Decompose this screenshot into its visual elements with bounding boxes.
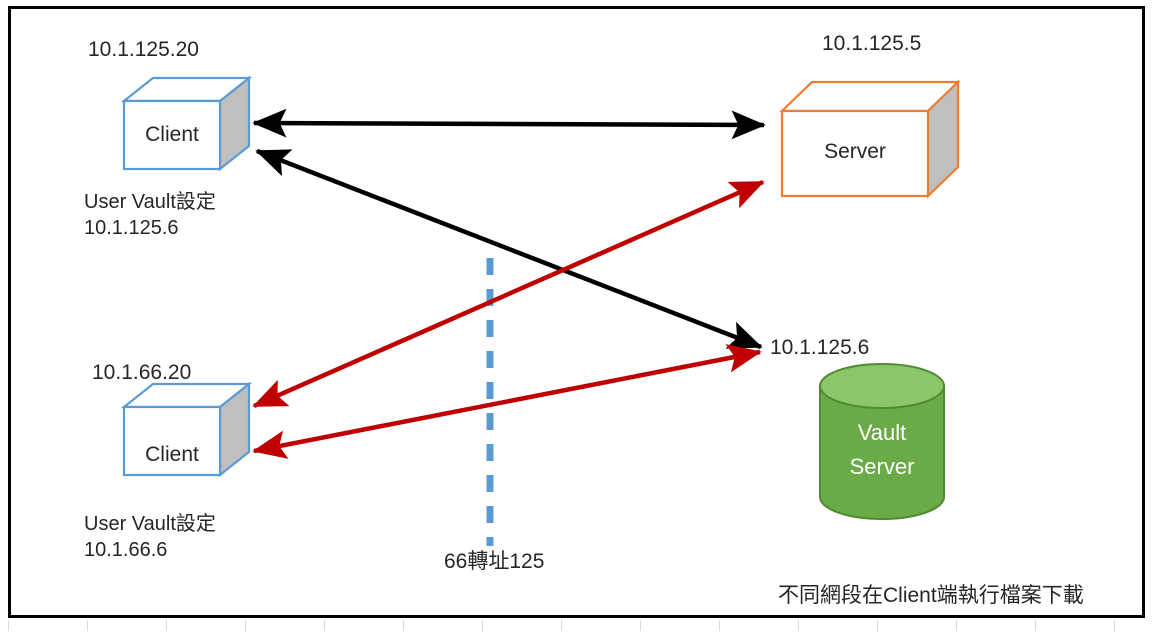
ruler-tick <box>719 620 720 631</box>
client-bottom-detail-line-2: 10.1.66.6 <box>84 539 168 561</box>
ruler-tick <box>561 620 562 631</box>
ruler-tick <box>8 620 9 631</box>
ruler-tick <box>324 620 325 631</box>
ruler-tick <box>798 620 799 631</box>
client-top-detail-line-2: 10.1.125.6 <box>84 217 179 239</box>
client-top-title: Client <box>145 123 199 146</box>
ruler-tick <box>640 620 641 631</box>
ruler-tick <box>87 620 88 631</box>
client-bottom-address-label: 10.1.66.20 <box>92 361 192 384</box>
client-bottom-detail-line-1: User Vault設定 <box>84 513 216 535</box>
server-top-shape[interactable] <box>779 79 961 199</box>
ruler-tick <box>1035 620 1036 631</box>
vault-server-shape[interactable] <box>819 363 945 520</box>
client-top-shape[interactable] <box>120 75 253 172</box>
arrow-client125-server <box>252 108 766 140</box>
client-bottom-shape[interactable] <box>120 381 253 478</box>
ruler-tick <box>956 620 957 631</box>
network-divider-label: 66轉址125 <box>444 550 545 573</box>
vault-server-title-line-2: Server <box>849 454 915 479</box>
ruler-tick <box>403 620 404 631</box>
ruler-tick <box>245 620 246 631</box>
client-bottom-title: Client <box>145 443 199 466</box>
vault-server-address-label: 10.1.125.6 <box>770 336 870 359</box>
client-top-detail-line-1: User Vault設定 <box>84 191 216 213</box>
arrow-client125-vault <box>255 148 763 350</box>
server-top-address-label: 10.1.125.5 <box>822 32 922 55</box>
arrow-client66-vault <box>252 344 762 459</box>
vault-server-title-line-1: Vault <box>857 420 907 445</box>
ruler-tick <box>166 620 167 631</box>
ruler-tick <box>877 620 878 631</box>
bottom-tick-ruler <box>0 620 1153 632</box>
client-top-address-label: 10.1.125.20 <box>88 38 199 61</box>
diagram-footer-caption: 不同網段在Client端執行檔案下載 <box>778 584 1084 607</box>
ruler-tick <box>1114 620 1115 631</box>
ruler-tick <box>482 620 483 631</box>
server-top-title: Server <box>824 140 886 163</box>
arrow-client66-server <box>252 179 765 409</box>
